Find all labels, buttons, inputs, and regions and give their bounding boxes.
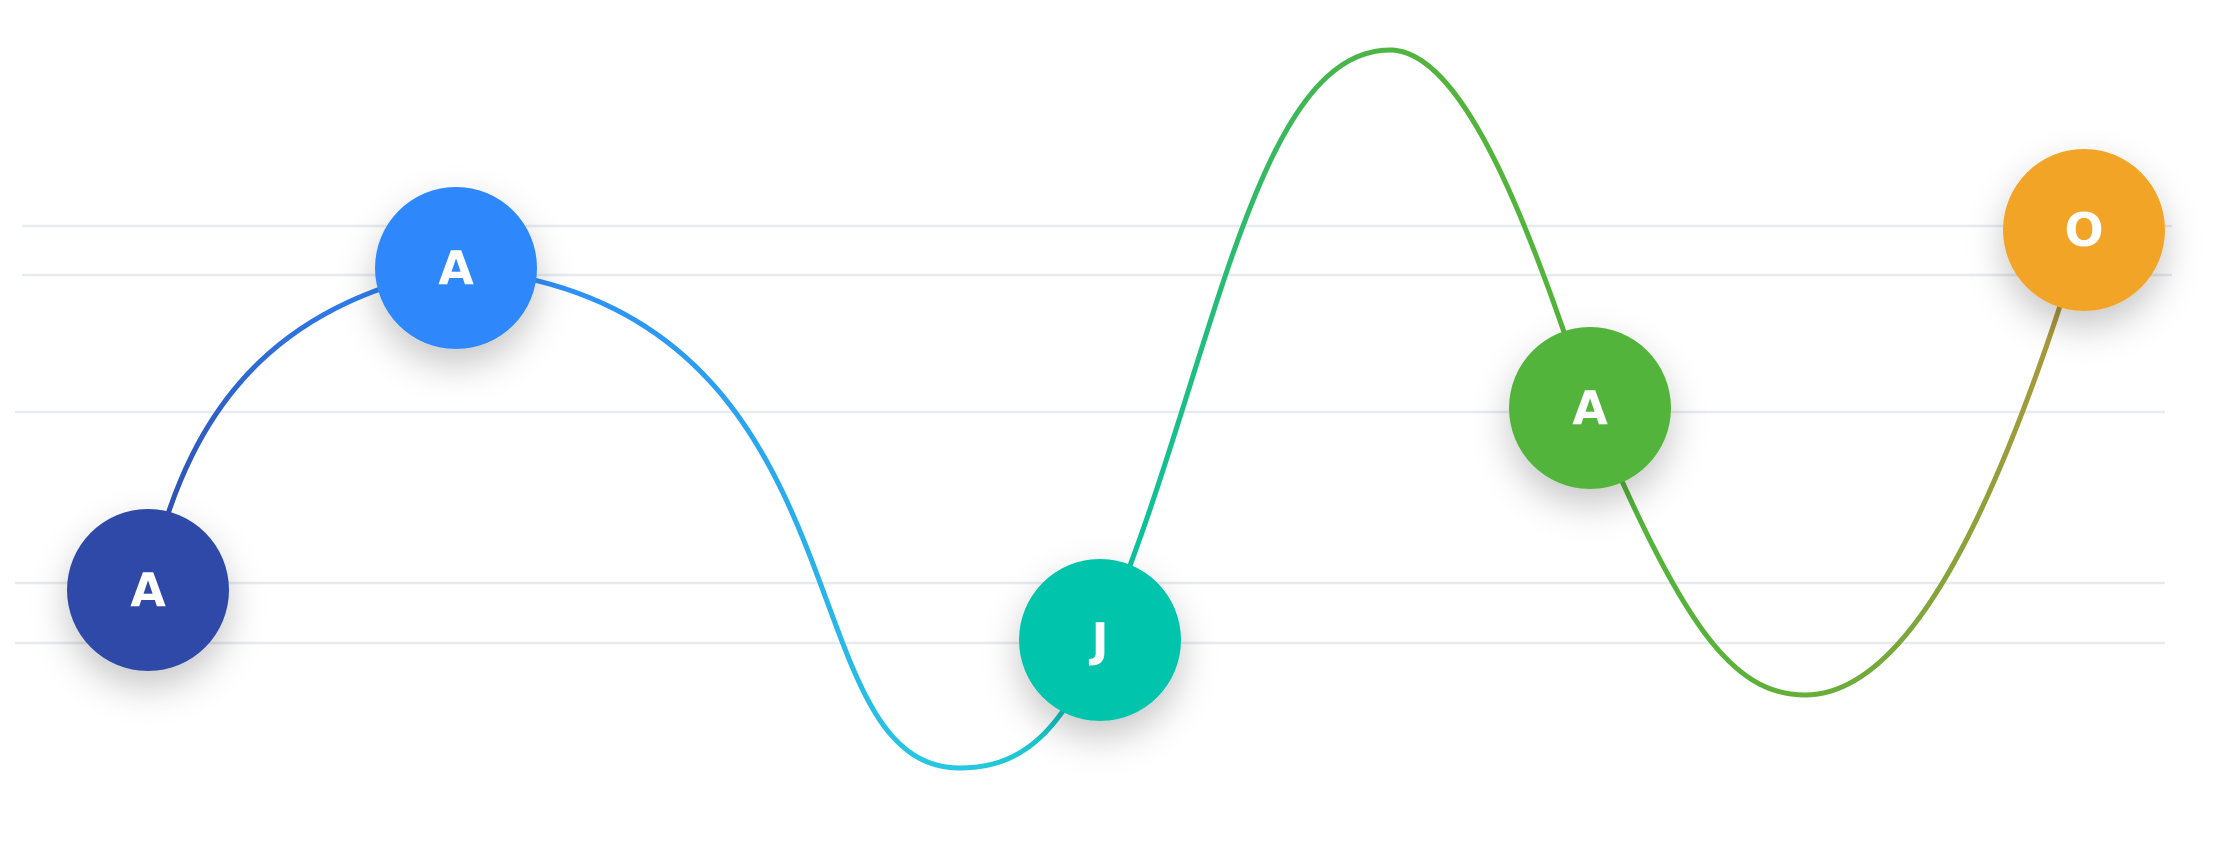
curve-segment-4 xyxy=(1097,47,1593,643)
node-letter: J xyxy=(1088,613,1108,667)
node-letter: A xyxy=(130,563,166,617)
node-letter: O xyxy=(2064,203,2103,257)
node-circle xyxy=(2003,149,2165,311)
node-3[interactable]: J xyxy=(1019,559,1181,721)
node-circle xyxy=(375,187,537,349)
node-circle xyxy=(1509,327,1671,489)
curve-segment-2 xyxy=(453,265,963,771)
curve-segment-5 xyxy=(1587,227,2087,698)
node-2[interactable]: A xyxy=(375,187,537,349)
node-5[interactable]: O xyxy=(2003,149,2165,311)
node-1[interactable]: A xyxy=(67,509,229,671)
node-letter: A xyxy=(438,241,474,295)
wave-curve xyxy=(145,47,2087,771)
node-circle xyxy=(67,509,229,671)
node-letter: A xyxy=(1572,381,1608,435)
node-circle xyxy=(1019,559,1181,721)
node-4[interactable]: A xyxy=(1509,327,1671,489)
